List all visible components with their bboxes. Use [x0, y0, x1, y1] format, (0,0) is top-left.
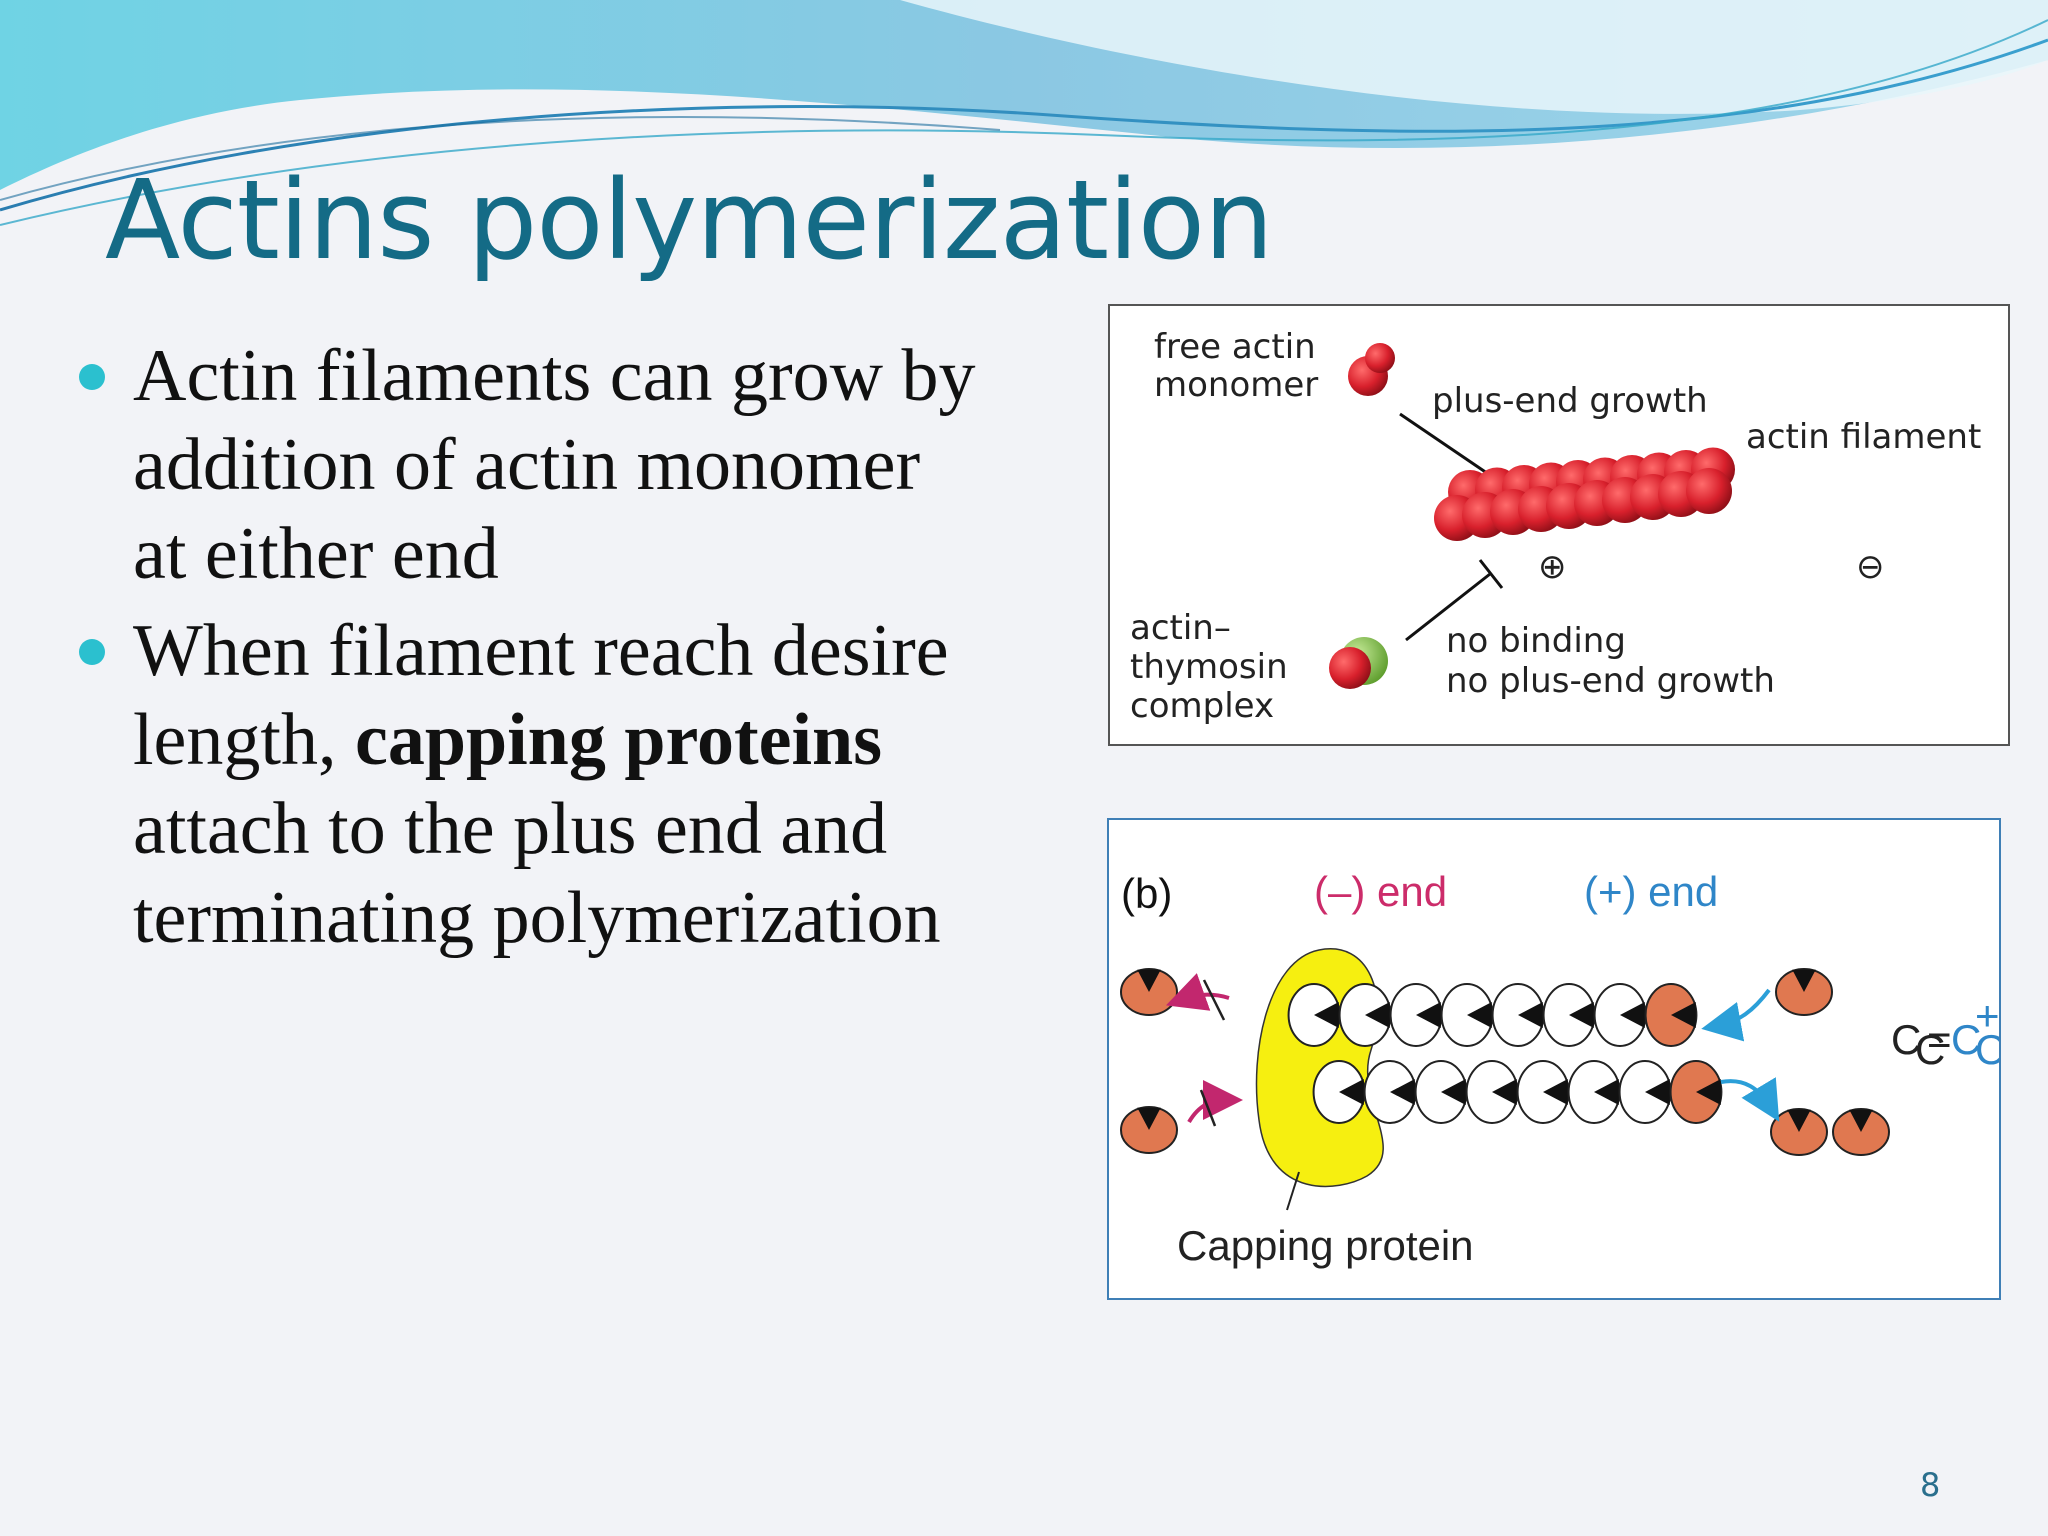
actin-subunit: [1775, 968, 1833, 1016]
free-actin-monomer-icon: [1348, 343, 1395, 396]
bullet-text-plain: length,: [133, 699, 355, 781]
figure-actin-thymosin: free actin monomer plus-end growth actin…: [1108, 304, 2010, 746]
minus-end-symbol: ⊖: [1856, 547, 1885, 587]
no-binding-label: no plus-end growth: [1446, 661, 1775, 701]
actin-subunit: [1770, 1108, 1828, 1156]
actin-subunit: [1120, 1106, 1178, 1154]
free-monomer-label: monomer: [1154, 365, 1318, 405]
actin-subunit: [1567, 1060, 1621, 1124]
bullet-dot-icon: [79, 639, 105, 665]
actin-subunit: [1593, 983, 1647, 1047]
actin-subunit: [1389, 983, 1443, 1047]
svg-text:=: =: [1927, 1016, 1952, 1063]
actin-subunit: [1363, 1060, 1417, 1124]
blocked-binding-icon: [1405, 559, 1504, 642]
plus-end-growth-label: plus-end growth: [1432, 381, 1708, 421]
plus-end-label: (+) end: [1584, 868, 1718, 915]
figure-b-drawing: (b) (–) end (+) end Capping protein: [1120, 868, 1999, 1269]
capping-protein-label: Capping protein: [1177, 1222, 1474, 1269]
actin-filament-icon: [1287, 983, 1723, 1124]
bullet-line: When filament reach desire: [133, 610, 949, 692]
actin-subunit: [1618, 1060, 1672, 1124]
svg-text:C: C: [1951, 1016, 1981, 1063]
dissociation-arrow-icon: [1720, 1077, 1780, 1122]
actin-filament-label: actin filament: [1746, 417, 1981, 457]
no-binding-label: no binding: [1446, 621, 1626, 661]
free-monomer-label: free actin: [1154, 327, 1316, 367]
actin-subunit: [1338, 983, 1392, 1047]
bullet-dot-icon: [79, 364, 105, 390]
bullet-item: When filament reach desire length, cappi…: [75, 607, 1075, 963]
bullet-line: at either end: [133, 513, 499, 595]
bullet-line: addition of actin monomer: [133, 424, 921, 506]
blocked-dissociation-arrow-icon: [1165, 973, 1230, 1021]
bullet-line: terminating polymerization: [133, 877, 941, 959]
svg-text:C: C: [1915, 1026, 1945, 1073]
complex-label: complex: [1130, 686, 1274, 726]
actin-subunit: [1832, 1108, 1890, 1156]
bullet-line: Actin filaments can grow by: [133, 335, 976, 417]
plus-end-symbol: ⊕: [1538, 547, 1567, 587]
complex-label: thymosin: [1130, 647, 1288, 687]
blocked-association-arrow-icon: [1187, 1080, 1243, 1127]
minus-end-label: (–) end: [1314, 868, 1447, 915]
association-arrow-icon: [1701, 988, 1771, 1042]
actin-subunit: [1542, 983, 1596, 1047]
svg-text:C: C: [1891, 1016, 1921, 1063]
actin-subunit: [1120, 968, 1178, 1016]
page-number: 8: [1920, 1466, 1941, 1504]
actin-subunit: [1287, 983, 1341, 1047]
bullet-text-bold: capping proteins: [354, 699, 883, 781]
header-wave-decoration: [0, 0, 2048, 226]
actin-subunit: [1669, 1060, 1723, 1124]
actin-thymosin-complex-icon: [1329, 637, 1388, 689]
actin-subunit: [1440, 983, 1494, 1047]
bullet-item: Actin filaments can grow by addition of …: [75, 332, 1075, 599]
actin-subunit: [1465, 1060, 1519, 1124]
actin-subunit: [1491, 983, 1545, 1047]
bullet-line: length, capping proteins: [133, 696, 1075, 785]
free-monomer-icons: [1120, 968, 1890, 1156]
capping-pointer-line: [1286, 1171, 1300, 1211]
slide-title: Actins polymerization: [105, 156, 1274, 284]
figure-capping-protein: (b) (–) end (+) end Capping protein: [1107, 818, 2001, 1300]
svg-text:C: C: [1975, 1026, 1999, 1073]
actin-filament-icon: [1434, 447, 1735, 541]
svg-text:+: +: [1975, 992, 1999, 1039]
critical-concentration-label: C C = C C +: [1891, 992, 1999, 1073]
panel-label: (b): [1121, 870, 1172, 917]
complex-label: actin–: [1130, 608, 1231, 648]
actin-subunit: [1312, 1060, 1366, 1124]
actin-subunit: [1686, 468, 1732, 514]
actin-subunit: [1516, 1060, 1570, 1124]
bullet-list: Actin filaments can grow by addition of …: [75, 332, 1075, 971]
figure-a-drawing: free actin monomer plus-end growth actin…: [1130, 327, 1981, 726]
actin-subunit: [1414, 1060, 1468, 1124]
bullet-line: attach to the plus end and: [133, 788, 888, 870]
actin-subunit: [1644, 983, 1698, 1047]
